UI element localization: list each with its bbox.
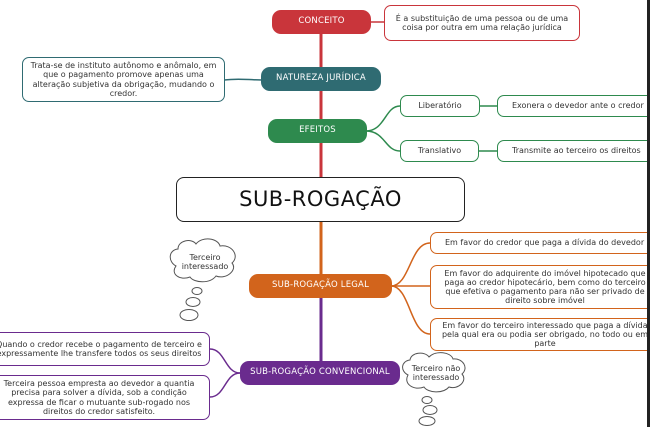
legal-label: SUB-ROGAÇÃO LEGAL xyxy=(272,280,369,291)
conceito-description-box: É a substituição de uma pessoa ou de uma… xyxy=(384,5,580,41)
efeito-liberatorio-description-box: Exonera o devedor ante o credor xyxy=(497,95,650,117)
convencional-item-2: Terceira pessoa empresta ao devedor a qu… xyxy=(3,379,195,416)
legal-item-3: Em favor do terceiro interessado que pag… xyxy=(441,320,649,349)
efeito-liberatorio-label: Liberatório xyxy=(418,101,462,111)
natureza-description-box: Trata-se de instituto autônomo e anômalo… xyxy=(22,57,225,102)
natureza-node: NATUREZA JURÍDICA xyxy=(261,67,381,91)
efeito-liberatorio-description: Exonera o devedor ante o credor xyxy=(512,101,644,111)
convencional-item-2-box: Terceira pessoa empresta ao devedor a qu… xyxy=(0,375,210,420)
convencional-label: SUB-ROGAÇÃO CONVENCIONAL xyxy=(250,367,390,378)
legal-item-3-box: Em favor do terceiro interessado que pag… xyxy=(430,318,650,351)
convencional-item-1-box: Quando o credor recebe o pagamento de te… xyxy=(0,332,210,366)
efeito-translativo-description-box: Transmite ao terceiro os direitos xyxy=(497,140,650,162)
natureza-label: NATUREZA JURÍDICA xyxy=(276,73,366,84)
efeito-liberatorio-box: Liberatório xyxy=(400,95,480,117)
convencional-cloud-text: Terceiro não interessado xyxy=(411,364,461,383)
natureza-description: Trata-se de instituto autônomo e anômalo… xyxy=(30,61,217,98)
legal-node: SUB-ROGAÇÃO LEGAL xyxy=(249,274,392,298)
efeito-translativo-description: Transmite ao terceiro os direitos xyxy=(512,146,641,156)
conceito-description: É a substituição de uma pessoa ou de uma… xyxy=(395,13,569,32)
central-title-text: SUB-ROGAÇÃO xyxy=(239,187,402,212)
legal-item-1: Em favor do credor que paga a dívida do … xyxy=(445,238,645,248)
efeitos-label: EFEITOS xyxy=(299,125,336,136)
efeito-translativo-box: Translativo xyxy=(400,140,479,162)
legal-item-2: Em favor do adquirente do imóvel hipotec… xyxy=(444,268,646,306)
legal-cloud-text: Terceiro interessado xyxy=(181,253,229,272)
convencional-node: SUB-ROGAÇÃO CONVENCIONAL xyxy=(240,361,400,385)
legal-item-1-box: Em favor do credor que paga a dívida do … xyxy=(430,232,650,254)
cloud-shape-nao-interessado xyxy=(402,352,466,426)
convencional-item-1: Quando o credor recebe o pagamento de te… xyxy=(0,339,202,358)
efeitos-node: EFEITOS xyxy=(268,119,367,143)
conceito-label: CONCEITO xyxy=(298,16,345,27)
conceito-node: CONCEITO xyxy=(272,10,371,34)
legal-item-2-box: Em favor do adquirente do imóvel hipotec… xyxy=(430,265,650,309)
efeito-translativo-label: Translativo xyxy=(417,146,462,156)
central-title: SUB-ROGAÇÃO xyxy=(176,177,465,222)
cloud-shape-interessado xyxy=(169,238,236,321)
